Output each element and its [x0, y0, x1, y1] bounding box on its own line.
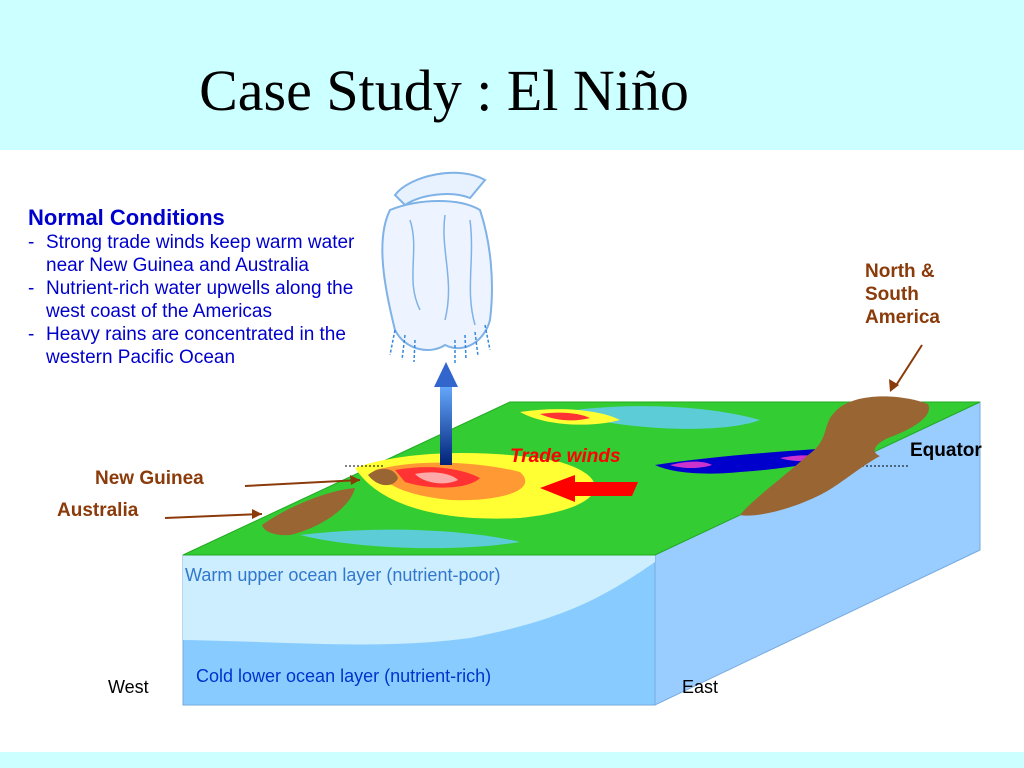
west-label: West — [108, 677, 149, 697]
note-line: -Nutrient-rich water upwells along the w… — [28, 278, 354, 322]
new-guinea-pointer-head — [350, 475, 360, 485]
australia-label: Australia — [57, 500, 139, 521]
americas-landmass — [740, 396, 930, 516]
updraft-arrow-head — [434, 362, 458, 387]
new-guinea-landmass — [368, 468, 398, 486]
equator-label: Equator — [910, 440, 982, 461]
notes-heading: Normal Conditions — [28, 205, 225, 230]
new-guinea-pointer — [244, 479, 361, 487]
north-south-america-label: North & South America — [865, 261, 940, 328]
east-label: East — [682, 677, 719, 697]
note-line: -Strong trade winds keep warm water near… — [28, 232, 355, 276]
normal-conditions-notes: Normal Conditions -Strong trade winds ke… — [28, 205, 388, 369]
diagram-panel: Normal Conditions -Strong trade winds ke… — [0, 150, 1024, 752]
updraft-arrow-shaft — [440, 385, 452, 465]
trade-winds-arrow — [540, 475, 638, 502]
note-text: Heavy rains are concentrated in the west… — [46, 324, 346, 368]
cool-patch — [560, 406, 760, 429]
upwelling-band-core — [670, 461, 712, 468]
australia-pointer — [164, 513, 263, 519]
warm-patch-pink — [415, 472, 458, 484]
new-guinea-label: New Guinea — [95, 468, 204, 489]
americas-pointer-head — [889, 379, 899, 392]
australia-pointer-head — [252, 509, 262, 519]
slide-title: Case Study : El Niño — [199, 58, 689, 123]
note-line: -Heavy rains are concentrated in the wes… — [28, 324, 346, 368]
cool-patch — [300, 529, 520, 549]
warm-upper-layer — [183, 555, 655, 645]
ocean-block-diagram — [164, 171, 981, 706]
trade-winds-label: Trade winds — [510, 446, 621, 467]
australia-landmass — [262, 488, 355, 536]
cold-layer-label: Cold lower ocean layer (nutrient-rich) — [196, 666, 492, 686]
note-text: Strong trade winds keep warm water near … — [46, 232, 355, 276]
warm-patch-red — [540, 412, 590, 421]
americas-pointer — [894, 344, 923, 388]
note-text: Nutrient-rich water upwells along the we… — [46, 278, 354, 322]
storm-cloud — [381, 171, 493, 364]
warm-layer-label: Warm upper ocean layer (nutrient-poor) — [185, 565, 501, 585]
